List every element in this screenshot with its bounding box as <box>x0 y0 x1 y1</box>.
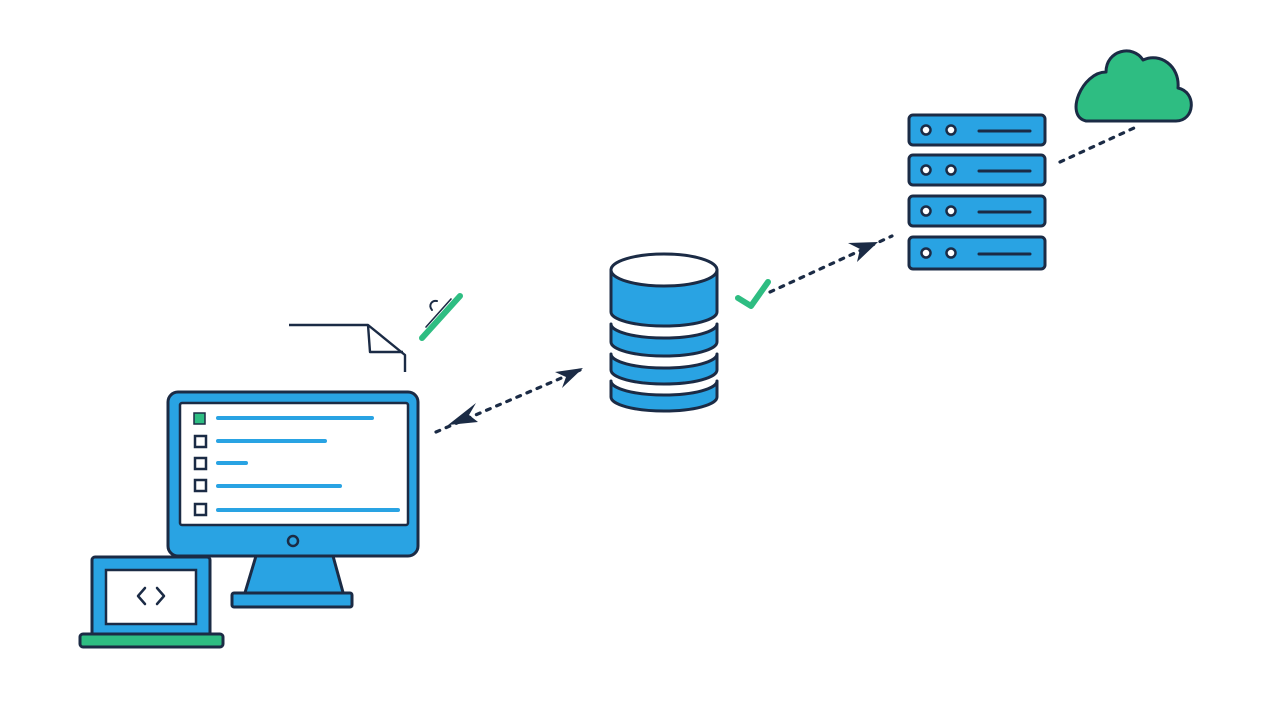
list-checkbox <box>193 456 208 471</box>
laptop-base <box>78 632 225 649</box>
server-unit <box>907 235 1047 271</box>
code-brackets-icon <box>136 586 166 606</box>
list-checkbox <box>193 478 208 493</box>
laptop-screen <box>104 568 198 626</box>
connection-desktop-database <box>434 368 583 434</box>
monitor-power-button <box>286 534 300 548</box>
arrowhead-left <box>448 403 478 425</box>
connection-database-server <box>768 234 894 294</box>
database-top <box>609 252 719 288</box>
database-disk-4 <box>609 379 719 413</box>
connection-server-cloud <box>1058 126 1136 164</box>
laptop-code-icon <box>78 555 225 649</box>
cloud-icon <box>1074 49 1193 123</box>
database-disk-2 <box>609 322 719 358</box>
monitor-stand <box>242 554 346 598</box>
server-unit <box>907 194 1047 228</box>
server-unit <box>907 153 1047 187</box>
monitor-base <box>230 591 354 609</box>
server-unit <box>907 113 1047 147</box>
server-rack-icon <box>907 113 1047 271</box>
list-checkbox <box>193 412 206 425</box>
arrowhead-server <box>848 242 878 262</box>
list-checkbox <box>193 502 208 517</box>
monitor-screen <box>178 401 410 527</box>
pen-icon <box>419 293 463 341</box>
database-icon <box>609 252 719 413</box>
database-disk-3 <box>609 352 719 386</box>
document-icon <box>289 323 407 372</box>
desktop-monitor-icon <box>166 390 420 609</box>
arrowhead-right <box>555 368 583 388</box>
check-icon <box>735 279 771 309</box>
monitor-list <box>193 412 400 517</box>
list-checkbox <box>193 434 208 449</box>
